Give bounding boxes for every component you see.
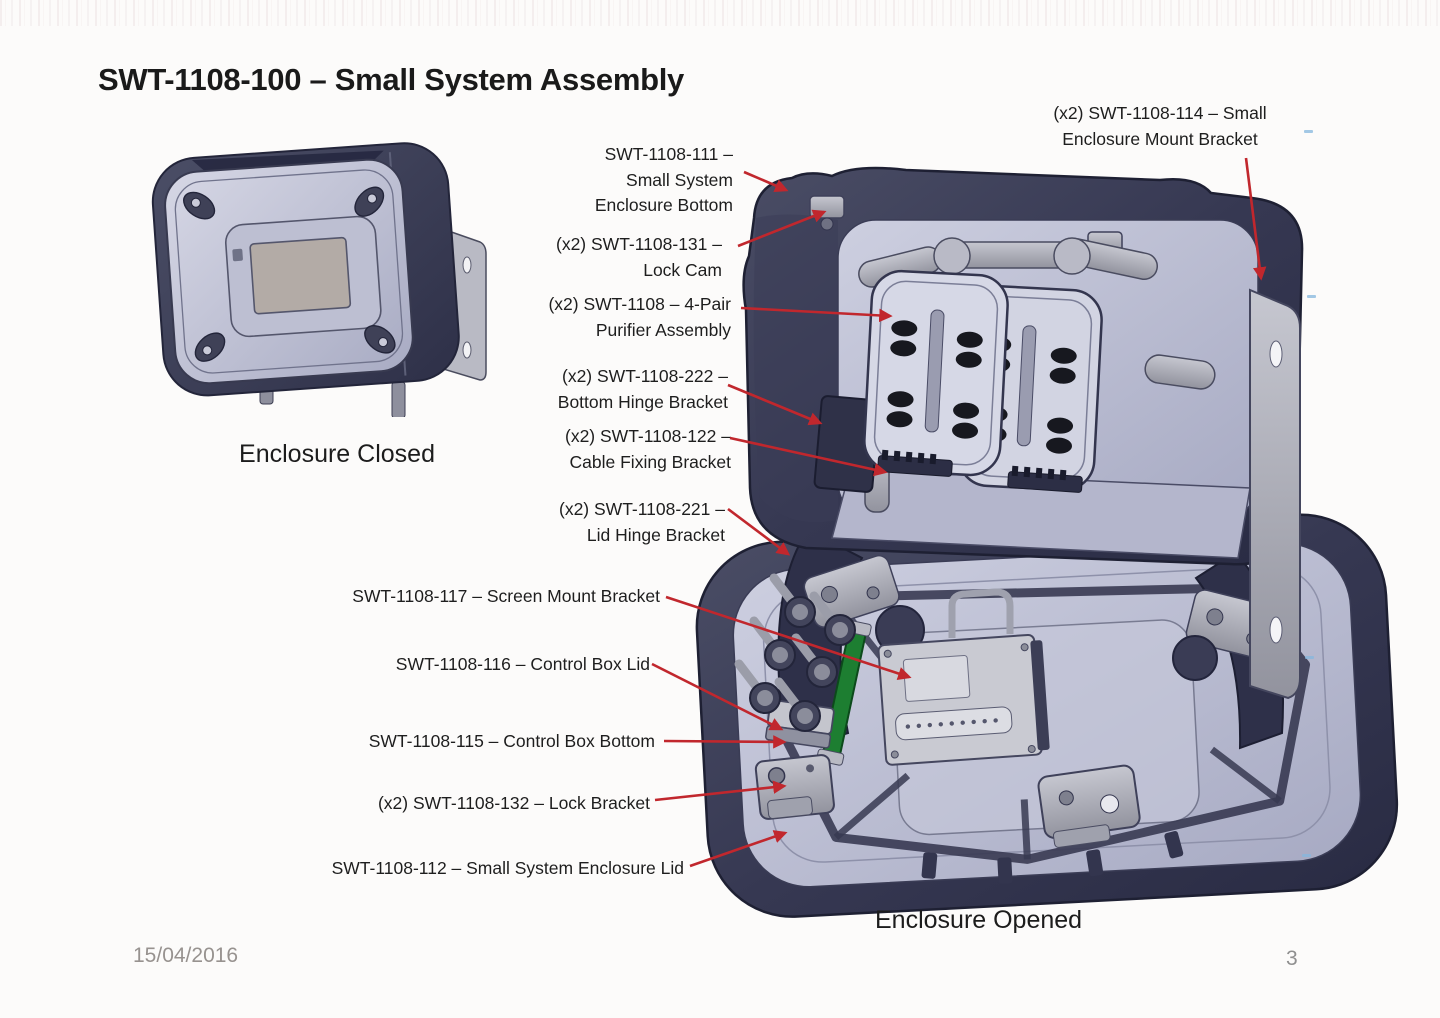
caption-enclosure-opened: Enclosure Opened	[875, 906, 1083, 934]
page-title: SWT-1108-100 – Small System Assembly	[98, 62, 684, 97]
callout-label-lock-cam: (x2) SWT-1108-131 – Lock Cam	[556, 234, 722, 280]
callout-label-control-box-lid: SWT-1108-116 – Control Box Lid	[395, 654, 650, 674]
scan-artifact	[1305, 656, 1314, 659]
callout-label-lock-bracket: (x2) SWT-1108-132 – Lock Bracket	[377, 793, 650, 813]
callout-label-small-system-enclosure-lid: SWT-1108-112 – Small System Enclosure Li…	[331, 858, 684, 878]
purifier-assembly-left	[863, 269, 1009, 477]
callout-label-control-box-bottom: SWT-1108-115 – Control Box Bottom	[368, 731, 655, 751]
callout-label-screen-mount-bracket: SWT-1108-117 – Screen Mount Bracket	[352, 586, 660, 606]
mount-bracket-shape	[1249, 288, 1301, 700]
scan-artifact	[1307, 295, 1316, 298]
corner-bracket-shape	[1037, 764, 1141, 848]
caption-enclosure-closed: Enclosure Closed	[239, 440, 435, 468]
callout-label-lid-hinge-bracket: (x2) SWT-1108-221 – Lid Hinge Bracket	[559, 499, 725, 545]
lock-bracket-shape	[754, 754, 835, 820]
page-number: 3	[1286, 947, 1298, 970]
closed-enclosure-drawing	[151, 142, 487, 417]
callout-label-small-system-enclosure-bottom: SWT-1108-111 – Small System Enclosure Bo…	[594, 144, 733, 215]
screen-mount-bracket-shape	[877, 633, 1050, 766]
opened-enclosure-drawing	[695, 166, 1399, 918]
handle-wire	[948, 588, 1014, 638]
callout-label-bottom-hinge-bracket: (x2) SWT-1108-222 – Bottom Hinge Bracket	[557, 366, 728, 412]
callout-label-cable-fixing-bracket: (x2) SWT-1108-122 – Cable Fixing Bracket	[565, 426, 731, 472]
enclosure-bottom-shape	[742, 166, 1304, 566]
scan-artifact	[1302, 854, 1311, 857]
slide-date: 15/04/2016	[133, 944, 239, 967]
scan-artifact	[1304, 130, 1313, 133]
scan-noise-band	[0, 0, 1440, 26]
callout-label-small-enclosure-mount-bracket: (x2) SWT-1108-114 – Small Enclosure Moun…	[1053, 103, 1267, 149]
callout-label-4-pair-purifier-assembly: (x2) SWT-1108 – 4-Pair Purifier Assembly	[548, 294, 731, 340]
